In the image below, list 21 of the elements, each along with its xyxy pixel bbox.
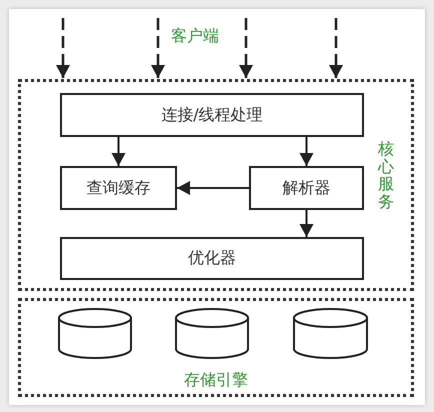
service-group-border xyxy=(18,79,414,291)
storage-group-border xyxy=(18,298,414,397)
client-label: 客户端 xyxy=(171,26,219,47)
arrow xyxy=(177,181,249,195)
box-label: 优化器 xyxy=(188,248,236,269)
arrow xyxy=(239,18,253,78)
box-label: 解析器 xyxy=(282,178,330,198)
arrow xyxy=(112,137,126,166)
process-box xyxy=(60,166,177,210)
process-box xyxy=(60,237,364,280)
group-label: 存储引擎 xyxy=(184,370,248,391)
arrow xyxy=(56,18,70,78)
box-label: 查询缓存 xyxy=(86,178,150,198)
process-box xyxy=(60,93,364,137)
arrow xyxy=(300,137,314,166)
process-box xyxy=(249,166,364,210)
box-label: 连接/线程处理 xyxy=(161,104,263,126)
arrow xyxy=(329,18,343,78)
arrow xyxy=(300,210,314,237)
arrow xyxy=(151,18,165,78)
group-label: 核心服务 xyxy=(378,140,394,210)
